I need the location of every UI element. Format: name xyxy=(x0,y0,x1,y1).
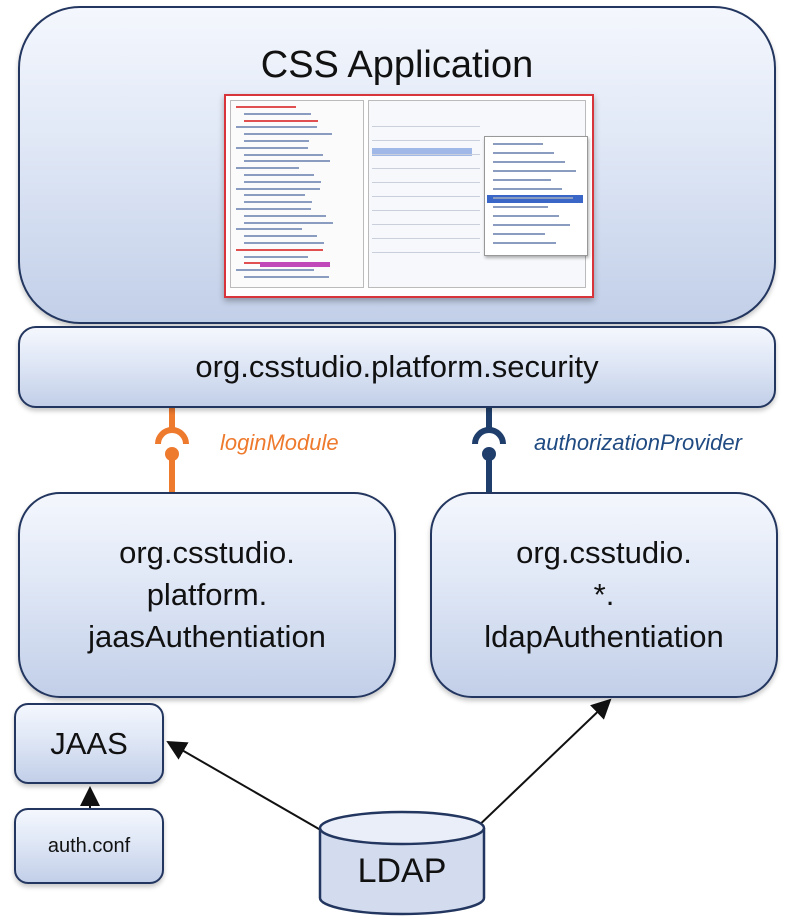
thumbnail-text-line xyxy=(260,262,330,267)
ldap-to-jaas-arrow xyxy=(166,741,339,841)
jaas-auth-line3: jaasAuthentiation xyxy=(88,619,326,654)
thumbnail-menu-line xyxy=(493,179,551,181)
thumbnail-menu-line xyxy=(493,233,545,235)
auth-conf-box: auth.conf xyxy=(14,808,164,884)
jaas-box: JAAS xyxy=(14,703,164,784)
auth-conf-label: auth.conf xyxy=(47,834,131,857)
thumbnail-table-line xyxy=(372,140,480,141)
thumbnail-text-line xyxy=(244,133,332,136)
thumbnail-text-line xyxy=(244,180,321,183)
application-screenshot-thumbnail xyxy=(224,94,594,298)
authorization-provider-label: authorizationProvider xyxy=(534,430,742,455)
thumbnail-menu-line xyxy=(493,224,570,226)
thumbnail-text-line xyxy=(244,112,311,115)
thumbnail-text-line xyxy=(244,140,309,142)
thumbnail-text-line xyxy=(244,235,317,238)
thumbnail-text-line xyxy=(236,146,308,149)
thumbnail-text-line xyxy=(244,174,314,176)
css-application-title: CSS Application xyxy=(260,44,534,86)
thumbnail-menu-line xyxy=(493,152,554,154)
thumbnail-table-line xyxy=(372,224,480,225)
ldap-auth-line3: ldapAuthentiation xyxy=(484,619,724,654)
ldap-to-ldap-auth-arrow xyxy=(471,698,612,833)
thumbnail-table-line xyxy=(372,126,480,127)
jaas-authentication-box: org.csstudio. platform. jaasAuthentiatio… xyxy=(18,492,396,698)
thumbnail-text-line xyxy=(236,126,317,129)
selected-table-row xyxy=(372,148,472,156)
thumbnail-menu-line xyxy=(493,188,562,190)
thumbnail-menu-line xyxy=(493,242,556,244)
jaas-auth-line1: org.csstudio. xyxy=(119,535,295,570)
thumbnail-text-line xyxy=(244,255,308,258)
thumbnail-text-line xyxy=(244,276,329,278)
thumbnail-table-line xyxy=(372,154,480,155)
thumbnail-text-line xyxy=(236,248,323,251)
thumbnail-table-line xyxy=(372,182,480,183)
thumbnail-menu-line xyxy=(493,170,576,172)
thumbnail-table-line xyxy=(372,238,480,239)
ldap-label: LDAP xyxy=(357,852,447,890)
thumbnail-text-line xyxy=(244,160,330,163)
thumbnail-text-line xyxy=(244,153,323,156)
thumbnail-menu-line xyxy=(493,161,565,163)
thumbnail-text-line xyxy=(236,187,320,190)
thumbnail-text-line xyxy=(236,269,314,272)
thumbnail-text-line xyxy=(236,106,296,108)
thumbnail-table-line xyxy=(372,196,480,197)
css-application-box: CSS Application xyxy=(18,6,776,324)
ldap-cylinder xyxy=(318,810,486,916)
jaas-label: JAAS xyxy=(50,725,128,761)
thumbnail-text-line xyxy=(236,167,299,170)
context-menu xyxy=(484,136,588,256)
thumbnail-text-line xyxy=(244,214,326,217)
thumbnail-menu-line xyxy=(493,197,573,199)
thumbnail-text-line xyxy=(244,119,318,122)
thumbnail-text-line xyxy=(244,201,312,204)
thumbnail-text-line xyxy=(244,194,305,197)
thumbnail-text-line xyxy=(236,228,302,231)
thumbnail-table-line xyxy=(372,210,480,211)
ldap-auth-line1: org.csstudio. xyxy=(516,535,692,570)
thumbnail-text-line xyxy=(244,221,333,224)
platform-security-box: org.csstudio.platform.security xyxy=(18,326,776,408)
authorization-provider-interface xyxy=(472,408,506,494)
login-module-label: loginModule xyxy=(220,430,339,455)
thumbnail-menu-line xyxy=(493,206,548,208)
ldap-auth-line2: *. xyxy=(593,577,615,612)
thumbnail-table-line xyxy=(372,168,480,169)
thumbnail-menu-line xyxy=(493,143,543,145)
platform-security-label: org.csstudio.platform.security xyxy=(195,349,599,384)
jaas-auth-line2: platform. xyxy=(146,577,268,612)
thumbnail-table-line xyxy=(372,252,480,253)
thumbnail-menu-line xyxy=(493,215,559,217)
thumbnail-text-line xyxy=(244,242,324,244)
thumbnail-text-line xyxy=(236,208,311,210)
login-module-interface xyxy=(155,408,189,494)
ldap-authentication-box: org.csstudio. *. ldapAuthentiation xyxy=(430,492,778,698)
